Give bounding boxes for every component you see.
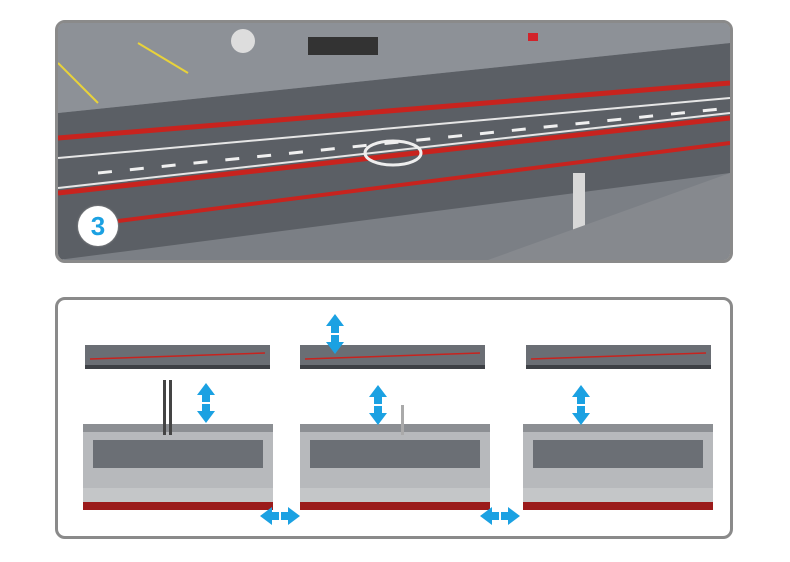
deck-piece-middle [299, 344, 486, 370]
step-number-badge: 3 [78, 206, 118, 246]
vertical-double-arrow-icon [197, 383, 215, 423]
assembly-diagram-panel [55, 297, 733, 539]
deck-piece-left [84, 344, 271, 370]
hull-section-middle [300, 405, 490, 510]
flight-deck-image [58, 23, 730, 260]
vertical-double-arrow-icon [572, 385, 590, 425]
deck-piece-right [525, 344, 712, 370]
hull-section-left [83, 380, 273, 510]
vertical-double-arrow-icon [369, 385, 387, 425]
assembly-diagram [83, 314, 713, 525]
hull-section-right [523, 424, 713, 510]
flight-deck-closeup-panel: 3 [55, 20, 733, 263]
